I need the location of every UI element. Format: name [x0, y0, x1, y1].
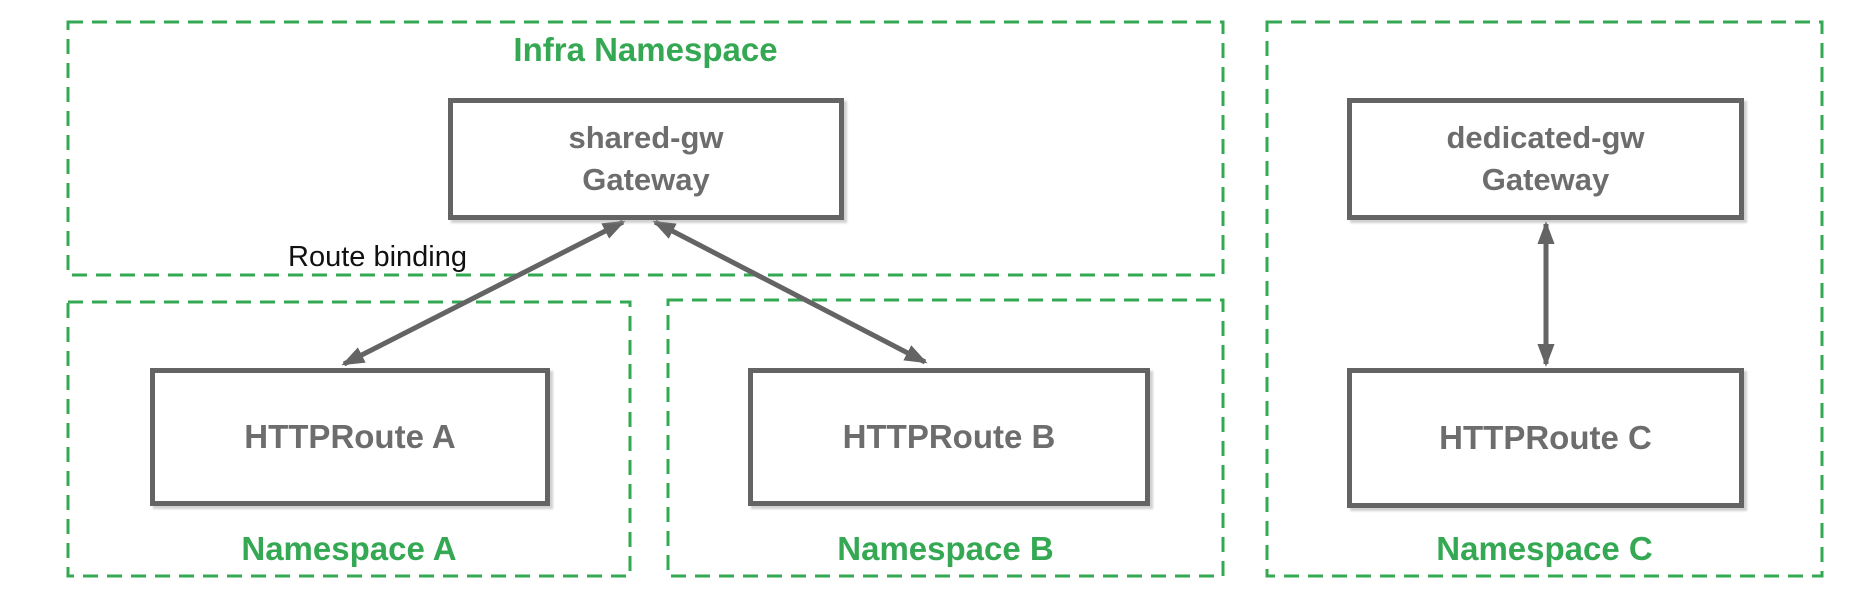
- namespace-b-border: [666, 298, 1225, 578]
- httproute-c-label: HTTPRoute C: [1439, 419, 1652, 456]
- httproute-c-node: HTTPRoute C: [1347, 368, 1744, 508]
- shared-gw-gateway-node: shared-gw Gateway: [448, 98, 844, 220]
- dedicated-gw-gateway-kind: Gateway: [1481, 162, 1610, 197]
- arrow-shared-gw-to-httproute-a: [341, 219, 626, 367]
- httproute-b-label: HTTPRoute B: [842, 418, 1056, 455]
- httproute-b-node: HTTPRoute B: [748, 368, 1150, 506]
- namespace-c-border: [1265, 20, 1824, 578]
- namespace-c-label: Namespace C: [1436, 530, 1653, 567]
- shared-gw-gateway-kind: Gateway: [582, 162, 710, 197]
- shared-gw-gateway-name: shared-gw: [568, 120, 724, 155]
- dedicated-gw-gateway-node: dedicated-gw Gateway: [1347, 98, 1744, 220]
- httproute-a-node: HTTPRoute A: [150, 368, 550, 506]
- infra-namespace-label: Infra Namespace: [513, 31, 778, 68]
- namespace-a-border: [66, 300, 632, 578]
- infra-namespace-border: [66, 20, 1225, 277]
- namespace-b-label: Namespace B: [837, 530, 1054, 567]
- arrow-shared-gw-to-httproute-b: [652, 219, 928, 365]
- namespace-a-label: Namespace A: [241, 530, 457, 567]
- dedicated-gw-gateway-name: dedicated-gw: [1446, 120, 1645, 155]
- httproute-a-label: HTTPRoute A: [244, 418, 456, 455]
- route-binding-label: Route binding: [288, 241, 467, 273]
